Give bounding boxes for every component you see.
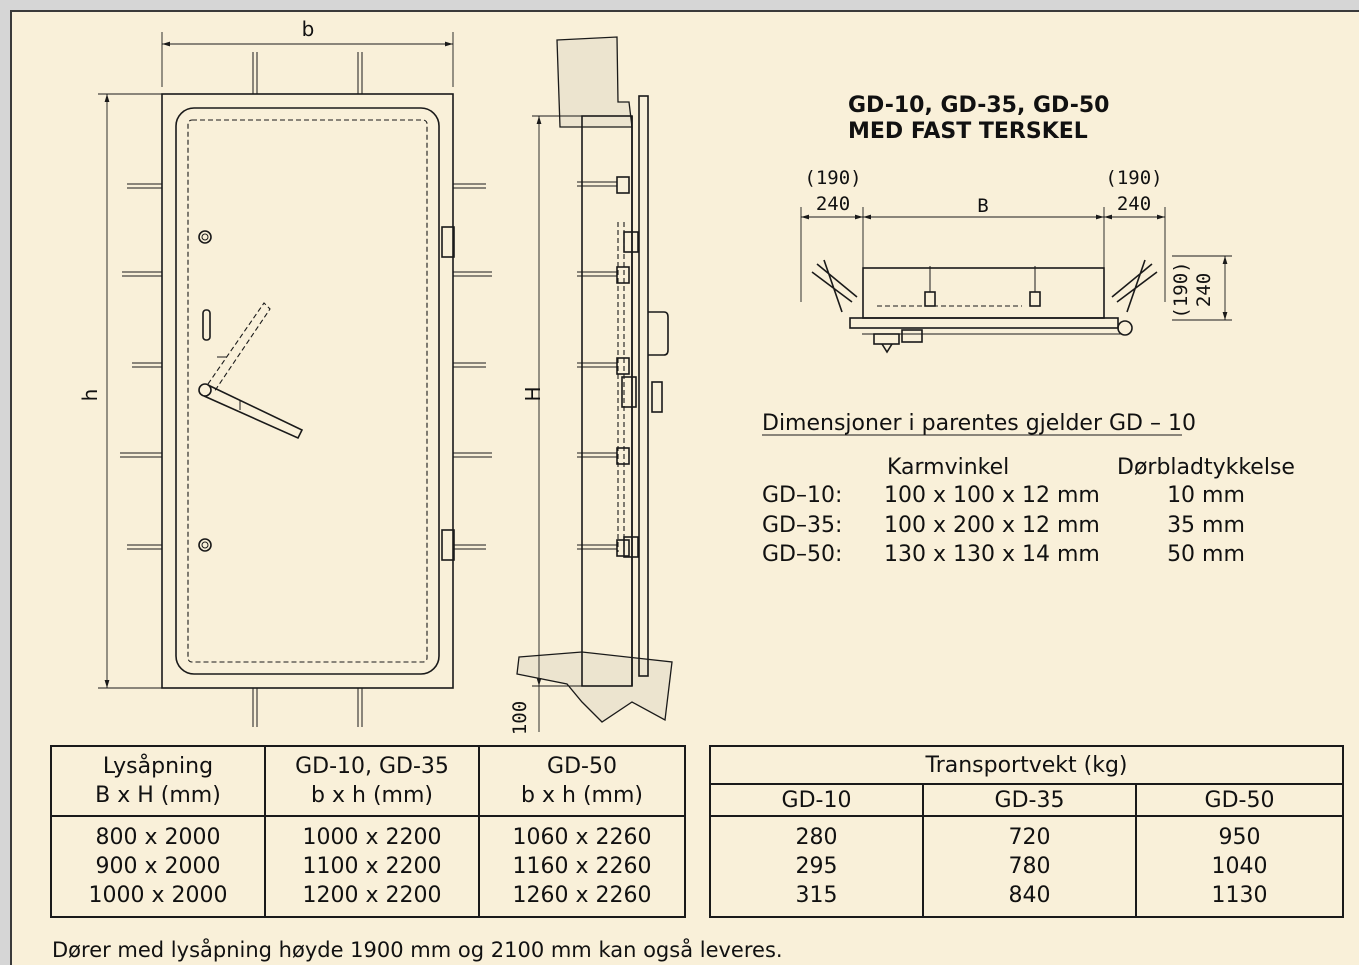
dim-B-label: B [977, 195, 988, 217]
dim-240-right: 240 [1117, 193, 1151, 215]
dim-b-label: b [302, 17, 315, 41]
spec-model: GD–10: [762, 483, 842, 508]
drawing-sheet: b h [10, 10, 1359, 965]
heading-line1: GD-10, GD-35, GD-50 [848, 93, 1109, 118]
dim-190-vert: (190) [1170, 261, 1192, 318]
door-front-view: b h [78, 17, 492, 727]
dim-100-label: 100 [509, 701, 531, 735]
spec-thickness: 50 mm [1167, 542, 1245, 567]
spec-model: GD–35: [762, 513, 842, 538]
dim-240-left: 240 [816, 193, 850, 215]
spec-frame: 100 x 100 x 12 mm [884, 483, 1100, 508]
specs-col-thickness: Dørbladtykkelse [1117, 455, 1295, 480]
spec-model: GD–50: [762, 542, 842, 567]
weight-header: GD-10 [709, 783, 924, 817]
specs-note: Dimensjoner i parentes gjelder GD – 10 [762, 411, 1196, 436]
dim-190-right: (190) [1105, 167, 1162, 189]
dim-190-left: (190) [804, 167, 861, 189]
threshold-plan-view: (190) 240 B (190) 240 (190) 240 [800, 167, 1232, 354]
technical-drawing: b h [52, 17, 1295, 962]
weight-header: GD-50 [1135, 783, 1344, 817]
door-side-section: H 100 [509, 36, 673, 735]
heading-line2: MED FAST TERSKEL [848, 119, 1088, 144]
spec-frame: 100 x 200 x 12 mm [884, 513, 1100, 538]
dim-H-label: H [521, 386, 545, 401]
weight-header: GD-35 [922, 783, 1137, 817]
weight-title: Transportvekt (kg) [709, 745, 1344, 785]
specs-col-frame: Karmvinkel [887, 455, 1009, 480]
dim-h-label: h [78, 389, 102, 402]
weight-table: Transportvekt (kg) GD-10 GD-35 GD-50 280… [709, 745, 1344, 918]
dim-240-vert: 240 [1193, 273, 1215, 307]
spec-frame: 130 x 130 x 14 mm [884, 542, 1100, 567]
spec-thickness: 10 mm [1167, 483, 1245, 508]
spec-thickness: 35 mm [1167, 513, 1245, 538]
footer-note: Dører med lysåpning høyde 1900 mm og 210… [52, 937, 783, 962]
